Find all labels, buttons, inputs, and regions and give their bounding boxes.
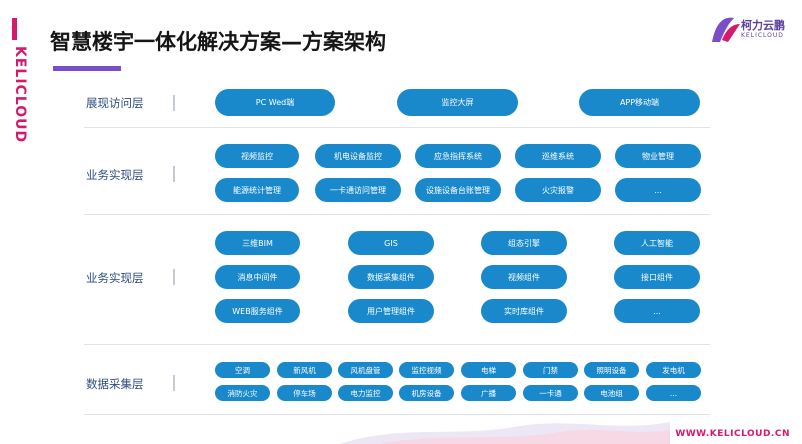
layer-label-business-2: 业务实现层 [86, 271, 144, 285]
node-card-access: 一卡通访问管理 [315, 178, 401, 202]
title-underline [53, 66, 121, 71]
side-accent-bar [12, 18, 17, 40]
layer-label-data-collection: 数据采集层 [86, 377, 144, 391]
node-config-engine: 组态引擎 [481, 231, 567, 255]
node-monitor-video: 监控视频 [399, 362, 454, 378]
node-air-conditioner: 空调 [215, 362, 270, 378]
node-power-monitor: 电力监控 [338, 385, 393, 401]
footer-url: WWW.KELICLOUD.CN [675, 429, 790, 439]
node-parking: 停车场 [277, 385, 332, 401]
layer-divider [173, 166, 175, 182]
node-monitor-screen: 监控大屏 [397, 89, 518, 116]
node-fire-alarm: 火灾报警 [515, 178, 601, 202]
node-realtime-db-comp: 实时库组件 [481, 299, 567, 323]
layer-separator [84, 127, 710, 128]
node-gis: GIS [348, 231, 434, 255]
node-generator: 发电机 [646, 362, 701, 378]
logo-text-cn: 柯力云鹏 [741, 19, 785, 32]
node-fan-coil: 风机盘管 [338, 362, 393, 378]
node-facility-ledger: 设施设备台账管理 [415, 178, 501, 202]
node-more: ... [614, 299, 700, 323]
node-web-service-comp: WEB服务组件 [215, 299, 300, 323]
node-elevator: 电梯 [461, 362, 516, 378]
node-more: ... [646, 385, 701, 401]
node-app-mobile: APP移动端 [579, 89, 700, 116]
footer-decoration [340, 422, 670, 444]
layer-separator [84, 414, 710, 415]
node-broadcast: 广播 [461, 385, 516, 401]
layer-label-presentation: 展现访问层 [86, 96, 144, 110]
node-pc-web: PC Wed端 [215, 89, 335, 116]
node-energy-stats: 能源统计管理 [215, 178, 299, 202]
node-ai: 人工智能 [614, 231, 700, 255]
side-brand-text: KELICLOUD [12, 46, 28, 144]
layer-divider [173, 375, 175, 391]
node-machine-room: 机房设备 [399, 385, 454, 401]
layer-separator [84, 344, 710, 345]
node-property-mgmt: 物业管理 [615, 144, 701, 168]
layer-separator [84, 214, 710, 215]
node-more: ... [615, 178, 701, 202]
layer-divider [173, 95, 175, 111]
layer-label-business-1: 业务实现层 [86, 168, 144, 182]
node-bim-3d: 三维BIM [215, 231, 300, 255]
node-video-monitor: 视频监控 [215, 144, 299, 168]
node-emergency-command: 应急指挥系统 [415, 144, 501, 168]
node-interface-comp: 接口组件 [614, 265, 700, 289]
logo-icon [712, 17, 740, 42]
node-fire-protection: 消防火灾 [215, 385, 270, 401]
node-battery: 电池组 [584, 385, 639, 401]
node-message-middleware: 消息中间件 [215, 265, 300, 289]
node-lighting: 照明设备 [584, 362, 639, 378]
node-mep-monitor: 机电设备监控 [315, 144, 401, 168]
layer-divider [173, 269, 175, 285]
page-title: 智慧楼宇一体化解决方案—方案架构 [50, 30, 386, 54]
node-video-comp: 视频组件 [481, 265, 567, 289]
node-user-mgmt-comp: 用户管理组件 [348, 299, 434, 323]
node-access-control: 门禁 [523, 362, 578, 378]
node-one-card: 一卡通 [523, 385, 578, 401]
logo-text-en: KELICLOUD [741, 32, 784, 39]
node-fresh-air: 新风机 [277, 362, 332, 378]
node-data-collection-comp: 数据采集组件 [348, 265, 434, 289]
node-patrol-system: 巡维系统 [515, 144, 601, 168]
